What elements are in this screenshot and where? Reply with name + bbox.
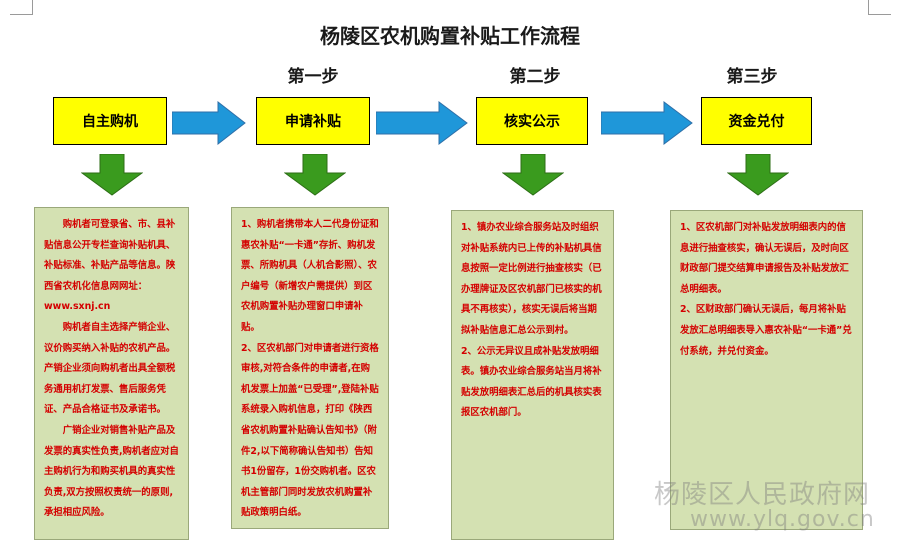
down-arrow-1 [81,154,143,196]
right-arrow-3 [601,101,693,145]
process-box-fund-payment: 资金兑付 [701,97,812,145]
right-arrow-2 [376,101,468,145]
panel-paragraph: 购机者可登录省、市、县补贴信息公开专栏查询补贴机具、补贴标准、补贴产品等信息。陕… [44,219,176,313]
detail-panel-apply-subsidy: 1、购机者携带本人二代身份证和惠农补贴“一卡通”存折、购机发票、所购机具（人机合… [231,207,389,529]
step-label-1: 第一步 [287,67,339,87]
process-box-apply-subsidy: 申请补贴 [256,97,370,145]
detail-panel-self-purchase: 购机者可登录省、市、县补贴信息公开专栏查询补贴机具、补贴标准、补贴产品等信息。陕… [34,207,189,540]
down-arrow-2 [284,154,346,196]
panel-paragraph: 2、公示无异议且成补贴发放明细表。镇办农业综合服务站当月将补贴发放明细表汇总后的… [461,345,602,419]
page-corner-mark-left [10,0,33,15]
down-arrow-3 [502,154,564,196]
detail-panel-verify-publicize: 1、镇办农业综合服务站及时组织对补贴系统内已上传的补贴机具信息按照一定比例进行抽… [451,210,614,540]
process-box-verify-publicize: 核实公示 [476,97,588,145]
panel-paragraph: 1、镇办农业综合服务站及时组织对补贴系统内已上传的补贴机具信息按照一定比例进行抽… [461,222,602,336]
panel-paragraph: 1、区农机部门对补贴发放明细表内的信息进行抽查核实，确认无误后，及时向区财政部门… [680,222,849,295]
panel-paragraph: 广销企业对销售补贴产品及发票的真实性负责,购机者应对自主购机行为和购买机具的真实… [44,424,179,519]
panel-paragraph: 2、区财政部门确认无误后，每月将补贴发放汇总明细表导入惠农补贴“一卡通”兑付系统… [680,304,852,357]
watermark-url: www.ylq.gov.cn [690,507,875,532]
detail-panel-fund-payment: 1、区农机部门对补贴发放明细表内的信息进行抽查核实，确认无误后，及时向区财政部门… [670,210,863,530]
right-arrow-1 [172,101,246,145]
process-box-self-purchase: 自主购机 [53,97,167,145]
panel-paragraph: 2、区农机部门对申请者进行资格审核,对符合条件的申请者,在购机发票上加盖“已受理… [241,342,379,519]
diagram-title: 杨陵区农机购置补贴工作流程 [320,24,580,48]
panel-paragraph: 购机者自主选择产销企业、议价购买纳入补贴的农机产品。产销企业须向购机者出具全额税… [44,321,176,416]
page-corner-mark-right [868,0,891,15]
panel-paragraph: 1、购机者携带本人二代身份证和惠农补贴“一卡通”存折、购机发票、所购机具（人机合… [241,219,379,333]
watermark-site-name: 杨陵区人民政府网 [654,480,871,510]
step-label-2: 第二步 [509,67,561,87]
down-arrow-4 [727,154,789,196]
step-label-3: 第三步 [726,67,778,87]
